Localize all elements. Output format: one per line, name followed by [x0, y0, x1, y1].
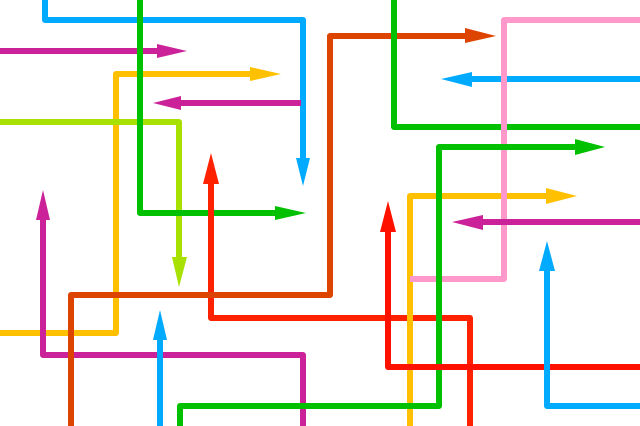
arrow-line — [0, 71, 255, 336]
arrow-line — [407, 193, 550, 426]
arrow-magenta-left — [36, 190, 306, 426]
arrow-head-right-icon — [546, 188, 577, 204]
arrow-head-left-icon — [441, 72, 472, 87]
arrow-magenta-mid — [153, 96, 301, 110]
arrow-head-right-icon — [157, 44, 187, 58]
arrow-line — [391, 0, 640, 130]
arrow-line — [137, 0, 280, 216]
arrow-head-right-icon — [250, 67, 281, 81]
arrow-line — [208, 180, 473, 426]
arrow-magenta-top — [0, 44, 187, 58]
arrow-head-left-icon — [452, 215, 483, 230]
arrow-head-right-icon — [575, 139, 605, 155]
arrow-lime — [0, 119, 187, 287]
arrow-head-up-icon — [380, 201, 396, 232]
arrow-head-down-icon — [172, 257, 187, 287]
arrow-head-right-icon — [275, 206, 306, 220]
arrow-magenta-right — [452, 215, 640, 230]
arrow-head-up-icon — [153, 310, 167, 340]
arrow-blue-bottom-right — [539, 241, 640, 409]
arrow-blue-top — [42, 0, 310, 186]
arrow-head-down-icon — [296, 158, 310, 186]
arrow-green-top-right — [391, 0, 640, 130]
arrow-red-right — [380, 201, 640, 370]
arrow-blue-bottom — [153, 310, 167, 426]
arrow-red-mid — [203, 153, 473, 426]
arrow-line — [68, 33, 470, 426]
arrow-line — [0, 119, 182, 262]
arrow-green-vertical-left — [137, 0, 306, 220]
arrow-head-up-icon — [36, 190, 50, 220]
arrow-line — [42, 0, 306, 165]
arrow-orange — [68, 28, 496, 426]
arrow-green-right — [177, 139, 605, 426]
arrow-line — [385, 230, 640, 370]
arrow-head-left-icon — [153, 96, 181, 110]
arrow-yellow-left — [0, 67, 281, 336]
arrow-line — [40, 215, 306, 426]
arrow-blue-right — [441, 72, 640, 87]
arrow-head-right-icon — [465, 28, 496, 43]
arrow-line — [177, 144, 580, 426]
arrow-head-up-icon — [539, 241, 555, 271]
arrow-head-up-icon — [203, 153, 219, 184]
arrow-line — [544, 268, 640, 409]
